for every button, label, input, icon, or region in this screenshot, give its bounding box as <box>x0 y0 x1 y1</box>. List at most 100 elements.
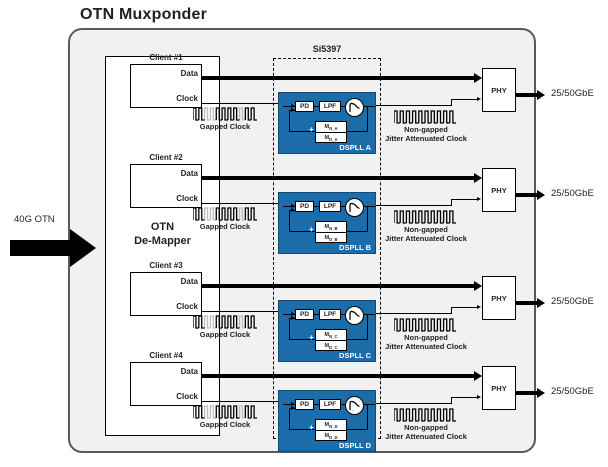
pll-out-to-phy-4 <box>451 397 478 399</box>
non-gapped-clock-waveform-4 <box>393 408 456 422</box>
phy-out-line-4 <box>516 391 538 395</box>
pll-1-lpf-vco-wire <box>341 106 345 108</box>
pll-2-fb-up <box>289 210 291 232</box>
non-gapped-caption-line2-1: Jitter Attenuated Clock <box>385 134 467 143</box>
pll-3-loop-filter: LPF <box>319 309 341 320</box>
phy-out-arrow-4 <box>537 388 545 398</box>
pll-4-fb-to-pd <box>289 429 315 431</box>
clock-line-2 <box>202 203 288 205</box>
pll-2-pd-in-arrow-bot <box>291 207 295 212</box>
pll-3-pd-in-arrow-top <box>291 311 295 316</box>
pll-1-fb-left <box>347 131 368 133</box>
pll-1-in-wire <box>283 106 295 108</box>
pll-3-phase-detector: PD <box>295 309 314 320</box>
pll-4-vco-icon <box>345 396 364 415</box>
pll-3-name: DSPLL C <box>339 351 371 360</box>
phy-out-arrow-3 <box>537 298 545 308</box>
gapped-clock-caption-2: Gapped Clock <box>199 222 251 231</box>
demapper-line1: OTN <box>150 221 175 233</box>
client-2-clock-label: Clock <box>176 194 198 203</box>
clock-line-1 <box>202 103 288 105</box>
pll-2-vco-out-wire <box>362 206 375 208</box>
pll-2-summing-plus: + <box>309 225 314 234</box>
pll-2-fb-left <box>347 231 368 233</box>
pll-3-fb-up <box>289 318 291 340</box>
pll-3-fb-down <box>367 314 369 340</box>
client-title-4: Client #4 <box>149 351 183 360</box>
gapped-clock-caption-4: Gapped Clock <box>199 420 251 429</box>
pll-1-phase-detector: PD <box>295 101 314 112</box>
client-block-4 <box>130 362 202 406</box>
non-gapped-caption-line2-4: Jitter Attenuated Clock <box>385 432 467 441</box>
pll-3-fb-to-pd <box>289 339 315 341</box>
non-gapped-clock-waveform-1 <box>393 110 456 124</box>
data-line-arrow-2 <box>474 173 482 183</box>
phy-block-4: PHY <box>482 366 516 410</box>
input-label-40g-otn: 40G OTN <box>14 214 55 225</box>
client-title-1: Client #1 <box>149 53 183 62</box>
phy-output-label-3: 25/50GbE <box>551 296 594 307</box>
client-4-clock-label: Clock <box>176 392 198 401</box>
non-gapped-clock-waveform-2 <box>393 210 456 224</box>
data-line-1 <box>202 76 474 80</box>
pll-out-arrow-3 <box>477 304 481 309</box>
data-line-4 <box>202 374 474 378</box>
pll-3-vco-icon <box>345 306 364 325</box>
phy-output-label-1: 25/50GbE <box>551 88 594 99</box>
client-1-clock-label: Clock <box>176 94 198 103</box>
pll-out-to-phy-1 <box>451 99 478 101</box>
client-title-3: Client #3 <box>149 261 183 270</box>
pll-3-divider-denominator: MD_C <box>324 343 338 351</box>
non-gapped-caption-line2-3: Jitter Attenuated Clock <box>385 342 467 351</box>
client-block-3 <box>130 272 202 316</box>
phy-output-label-2: 25/50GbE <box>551 188 594 199</box>
pll-1-fb-to-pd <box>289 131 315 133</box>
pll-1-loop-filter: LPF <box>319 101 341 112</box>
pll-2-vco-icon <box>345 198 364 217</box>
pll-4-fb-down <box>367 404 369 430</box>
pll-2-name: DSPLL B <box>339 243 371 252</box>
pll-4-lpf-vco-wire <box>341 404 345 406</box>
phy-out-line-2 <box>516 193 538 197</box>
pll-2-lpf-vco-wire <box>341 206 345 208</box>
gapped-clock-waveform-4 <box>192 405 257 419</box>
pll-out-to-phy-2 <box>451 199 478 201</box>
phy-block-3: PHY <box>482 276 516 320</box>
non-gapped-caption-line1-4: Non-gapped <box>404 423 448 432</box>
otn-demapper-label: OTN De-Mapper <box>105 220 220 248</box>
pll-1-summing-plus: + <box>309 125 314 134</box>
phy-out-arrow-1 <box>537 90 545 100</box>
client-1-data-label: Data <box>180 69 198 78</box>
pll-1-vco-icon <box>345 98 364 117</box>
gapped-clock-waveform-3 <box>192 315 257 329</box>
data-line-arrow-4 <box>474 371 482 381</box>
phy-out-line-3 <box>516 301 538 305</box>
gapped-clock-waveform-2 <box>192 207 257 221</box>
pll-4-name: DSPLL D <box>339 441 371 450</box>
pll-3-pd-in-arrow-bot <box>291 315 295 320</box>
pll-1-divider-denominator: MD_A <box>324 135 338 143</box>
pll-out-riser-3 <box>451 307 453 313</box>
pll-2-pd-in-arrow-top <box>291 203 295 208</box>
pll-2-phase-detector: PD <box>295 201 314 212</box>
pll-2-fb-down <box>367 206 369 232</box>
input-arrow-head <box>70 229 96 267</box>
pll-1-pd-lpf-wire <box>314 106 319 108</box>
pll-out-arrow-1 <box>477 96 481 101</box>
clock-line-4 <box>202 401 288 403</box>
pll-4-phase-detector: PD <box>295 399 314 410</box>
pll-3-summing-plus: + <box>309 333 314 342</box>
data-line-3 <box>202 284 474 288</box>
data-line-arrow-1 <box>474 73 482 83</box>
phy-output-label-4: 25/50GbE <box>551 386 594 397</box>
clock-line-3 <box>202 311 288 313</box>
phy-block-2: PHY <box>482 168 516 212</box>
pll-2-divider-denominator: MD_B <box>324 235 338 243</box>
